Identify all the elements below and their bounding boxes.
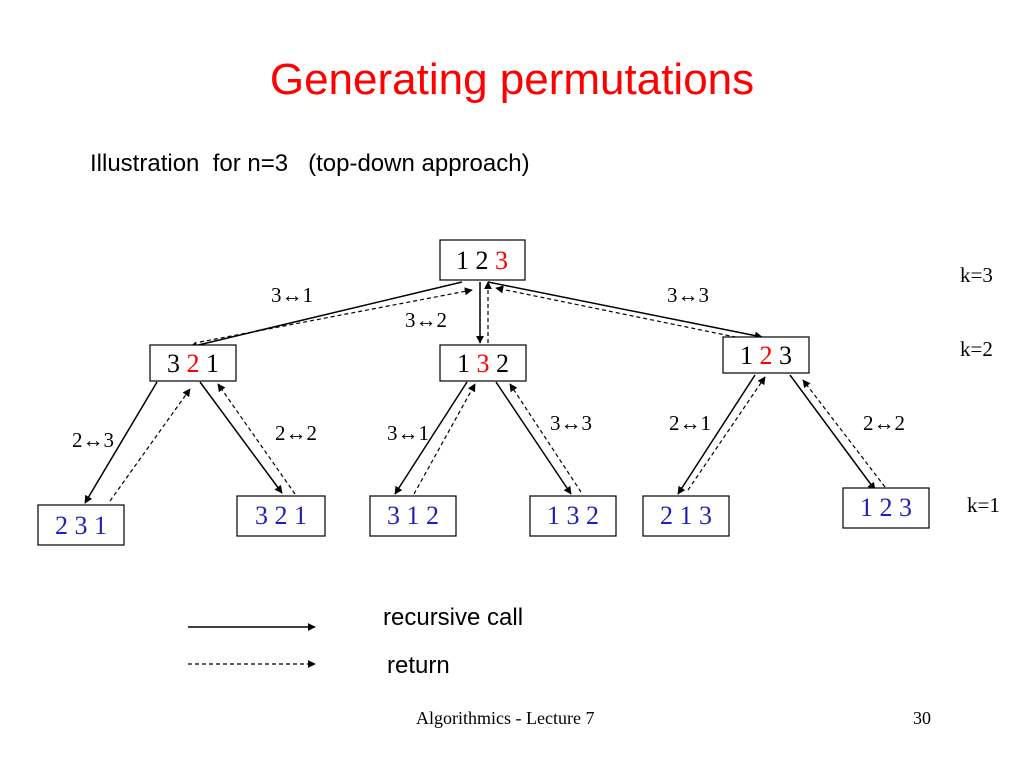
edge-root-middle [476,281,492,344]
leaf-4: 1 3 2 [529,495,617,537]
level-label-k1: k=1 [967,493,1000,517]
digit-highlight: 3 [477,349,490,378]
digit: 1 [456,246,469,275]
edge-root-right [487,281,763,341]
svg-text:1 2 3: 1 2 3 [740,341,792,370]
legend-return: return [387,652,450,679]
digit: 3 [167,349,180,378]
footer-course: Algorithmics - Lecture 7 [416,708,595,728]
leaf-text: 1 2 3 [860,493,912,522]
node-root: 1 2 3 [439,239,526,281]
leaf-text: 2 3 1 [55,511,107,540]
digit: 2 [476,246,489,275]
legend-recursive-call: recursive call [383,604,524,631]
digit: 1 [457,349,470,378]
svg-text:3 2 1: 3 2 1 [167,349,219,378]
edge-label: 2↔1 [669,411,711,435]
leaf-text: 1 3 2 [547,501,599,530]
leaf-1: 2 3 1 [37,504,125,546]
edge-label: 2↔2 [275,421,317,445]
leaf-text: 3 2 1 [255,501,307,530]
svg-text:1 3 2: 1 3 2 [457,349,509,378]
svg-text:1 2 3: 1 2 3 [456,246,508,275]
edge-label: 2↔3 [72,428,114,452]
digit-highlight: 3 [495,246,508,275]
leaf-5: 2 1 3 [642,495,730,537]
edge-label: 3↔1 [387,421,429,445]
leaf-2: 3 2 1 [236,495,326,537]
leaf-text: 3 1 2 [387,501,439,530]
edge-root-left [189,281,473,350]
level-label-k3: k=3 [960,263,993,287]
page-number: 30 [913,708,931,728]
edge-right-leaf6 [789,374,886,491]
node-level2-middle: 1 3 2 [439,344,527,382]
edge-left-leaf2 [199,381,296,495]
slide-title: Generating permutations [269,55,755,104]
edge-label: 3↔3 [667,283,709,307]
digit: 1 [206,349,219,378]
leaf-3: 3 1 2 [369,495,457,537]
digit-highlight: 2 [187,349,200,378]
edge-right-leaf5 [677,374,766,495]
edge-middle-leaf3 [394,381,476,495]
digit: 2 [496,349,509,378]
leaf-text: 2 1 3 [660,501,712,530]
digit: 1 [740,341,753,370]
edge-label: 3↔3 [550,411,592,435]
edge-label: 3↔2 [405,308,447,332]
level-label-k2: k=2 [960,337,993,361]
digit-highlight: 2 [760,341,773,370]
edge-label: 3↔1 [271,283,313,307]
edge-left-leaf1 [84,381,191,504]
edge-label: 2↔2 [863,411,905,435]
slide-subtitle: Illustration for n=3 (top-down approach) [90,150,530,177]
leaf-6: 1 2 3 [842,487,930,529]
node-level2-right: 1 2 3 [722,336,810,374]
digit: 3 [779,341,792,370]
edge-middle-leaf4 [495,381,582,495]
node-level2-left: 3 2 1 [149,344,237,382]
